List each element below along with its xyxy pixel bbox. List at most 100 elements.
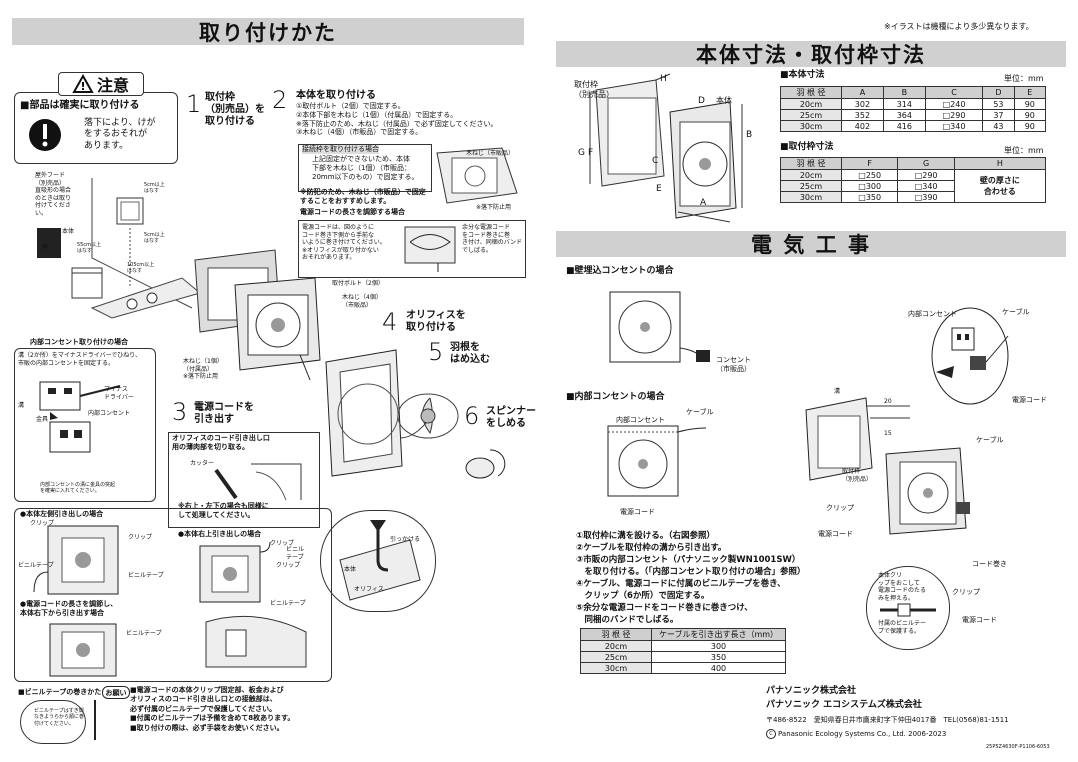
warning-triangle-icon: ! <box>72 73 94 93</box>
table-header-row: 羽 根 径 ケーブルを引き出す長さ（mm） <box>580 628 786 641</box>
fig-A: A <box>700 198 707 208</box>
step4-text: オリフィスを 取り付ける <box>406 310 466 333</box>
step5-text: 羽根を はめ込む <box>450 342 490 365</box>
table-cell: 364 <box>882 109 926 121</box>
table-header: ケーブルを引き出す長さ（mm） <box>651 628 786 641</box>
table-header: A <box>841 86 884 99</box>
step2-safety-note: ※防犯のため、木ねじ（市販品）で固定 することをおすすめします。 <box>300 188 426 205</box>
clip-right-title: ●本体右上引き出しの場合 <box>178 530 262 538</box>
orifice-cut-box <box>168 432 320 528</box>
hook-body: 本体 <box>344 566 357 573</box>
table-cell: 43 <box>982 120 1015 132</box>
install-bolt: 取付ボルト（2個） <box>332 280 384 287</box>
table-row: 20cm □250 □290 壁の厚さに 合わせる <box>780 169 1047 203</box>
inner-outlet-note: 内部コンセントの溝に金具の突起 を確実に入れてください。 <box>40 482 116 495</box>
clip-left-drawing <box>33 525 119 595</box>
clip-right-detail <box>205 615 307 668</box>
table-row: 30cm 400 <box>580 662 786 674</box>
clip-left-clip2: クリップ <box>128 534 153 541</box>
hood-dim3: 55cm以上 はなす <box>77 242 101 255</box>
hood-label: 屋外フード （別売品） 直吸形の場合 のときは取り 付けてくださ い。 <box>35 172 72 217</box>
table-cell: 90 <box>1013 120 1047 132</box>
table-header: F <box>840 157 899 170</box>
table-cell: 350 <box>651 651 786 663</box>
table-row: 20cm 300 <box>580 640 786 652</box>
fig-frame-label: 取付枠 （別売品） <box>574 80 614 99</box>
elec-band-title: 電 気 工 事 <box>556 231 1066 257</box>
inner-outlet-outlet: 内部コンセント <box>88 410 131 417</box>
inner-outlet-fitting: 金具 <box>36 416 49 423</box>
procedure-step: クリップ（6か所）で固定する。 <box>576 591 710 602</box>
body-table-title: ■本体寸法 <box>780 70 825 80</box>
tape-wrap-box <box>20 700 86 744</box>
table-row: 30cm □350 □390 <box>780 191 1046 203</box>
step2-badframe-text: 上記固定ができないため、本体 下部を木ねじ（1個）（市販品： 20mm以下のもの… <box>312 155 419 181</box>
clip-right-tape2: ビニルテープ <box>270 600 306 607</box>
table-cell: 30cm <box>580 662 652 674</box>
table-header: C <box>924 86 984 99</box>
wall-outlet-title: ■壁埋込コンセントの場合 <box>566 266 674 276</box>
table-cell: 314 <box>882 98 926 110</box>
internal-cord2: 電源コード <box>818 530 853 538</box>
internal-body-drawing <box>885 447 970 535</box>
body-table-unit: 単位：mm <box>1004 74 1044 83</box>
fig-E: E <box>656 184 662 194</box>
step2-cord-box <box>298 220 526 278</box>
fig-D: D <box>698 96 705 106</box>
inner-outlet-title: 内部コンセント取り付けの場合 <box>30 338 128 346</box>
table-cell: □340 <box>897 180 955 192</box>
internal-cable: ケーブル <box>686 408 714 416</box>
body-dimension-table: 羽 根 径 A B C D E 20cm 302 314 □240 53 90 … <box>780 86 1047 132</box>
fig-G: G <box>578 148 585 158</box>
step2-text: 本体を取り付ける <box>296 90 376 101</box>
table-cell: 20cm <box>780 98 842 110</box>
inner-outlet-text: 溝（2か所）をマイナスドライバーでひねり、 市販の内部コンセントを固定する。 <box>18 352 141 367</box>
copyright-text: Panasonic Ecology Systems Co., Ltd. 2006… <box>778 730 947 738</box>
svg-text:!: ! <box>80 80 85 93</box>
table-header: G <box>897 157 955 170</box>
procedure-step: を取り付ける。（「内部コンセント取り付けの場合」参照） <box>576 567 806 578</box>
internal-clip2: クリップ <box>952 588 980 596</box>
table-cell: □350 <box>840 191 899 203</box>
step3-number: 3 <box>172 398 188 426</box>
hook-drawing <box>339 520 421 601</box>
step2-notes: ①取付ボルト（2個）で固定する。 ②本体下部を木ねじ（1個）（付属品）で固定する… <box>296 102 498 137</box>
frame-table-unit: 単位：mm <box>1004 146 1044 155</box>
step3-text: 電源コードを 引き出す <box>194 402 254 425</box>
step1-text: 取付枠 （別売品）を 取り付ける <box>205 92 265 127</box>
procedure-step: 同梱のバンドでしばる。 <box>576 615 679 626</box>
table-cell: □300 <box>840 180 899 192</box>
tape-wrap-drawing <box>94 700 96 740</box>
table-cell: 416 <box>882 120 926 132</box>
table-cell: 20cm <box>580 640 652 652</box>
internal-cord3: 電源コード <box>962 616 997 624</box>
clip-right-drawing <box>199 541 271 603</box>
table-header: H <box>953 157 1047 170</box>
table-row: 20cm 302 314 □240 53 90 <box>780 98 1047 110</box>
step2-number: 2 <box>272 86 288 114</box>
table-cell: 30cm <box>780 191 842 203</box>
copyright-icon: C <box>766 729 776 739</box>
table-cell: 37 <box>982 109 1015 121</box>
step2-cord-title: 電源コードの長さを調節する場合 <box>300 208 405 216</box>
wall-cord: 電源コード <box>1012 396 1047 404</box>
clip-left-tape1: ビニルテープ <box>18 562 54 569</box>
inner-outlet-box <box>14 348 156 502</box>
fig-body-label: 本体 <box>716 96 732 105</box>
step2-badframe-box <box>298 144 432 192</box>
hood-dim4: 105cm以上 はなす <box>127 262 155 275</box>
fig-F: F <box>588 148 594 158</box>
clip-right-tape1: ビニル テープ <box>286 546 305 561</box>
illustration-note: ※イラストは機種により多少異なります。 <box>884 22 1034 31</box>
step2-fall-label: ※落下防止用 <box>476 204 512 211</box>
adjust-drawing <box>49 623 117 677</box>
inner-outlet-circle <box>931 307 1009 405</box>
company-name-2: パナソニック エコシステムズ株式会社 <box>766 700 922 710</box>
tape-wrap-title: ■ビニルテープの巻きかた <box>18 688 102 696</box>
clip-section-box <box>14 508 332 682</box>
inner-outlet-driver: マイナス ドライバー <box>104 386 134 401</box>
request-text: ■電源コードの本体クリップ固定部、板金および オリフィスのコード引き出し口との接… <box>130 686 295 732</box>
hook-box <box>320 510 436 612</box>
inner-outlet-drawing <box>39 381 121 453</box>
step1-number: 1 <box>186 90 202 118</box>
